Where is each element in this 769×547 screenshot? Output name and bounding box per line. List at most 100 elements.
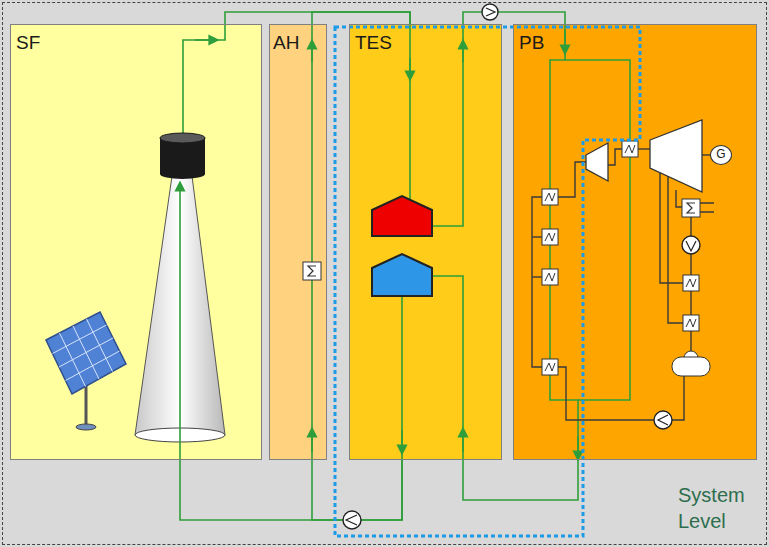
receiver bbox=[160, 133, 205, 143]
box-label: SF bbox=[16, 32, 40, 54]
water-steam-pipe bbox=[702, 154, 710, 155]
turbines bbox=[586, 120, 702, 192]
salt-pipe-connector bbox=[463, 12, 565, 24]
power-block-salt-pipe bbox=[564, 30, 566, 50]
power-block-salt-pipe bbox=[550, 24, 565, 189]
turbines bbox=[586, 143, 608, 181]
storage-tanks bbox=[372, 254, 432, 296]
power-block-salt-pipe bbox=[550, 375, 578, 460]
panel-fills bbox=[10, 24, 262, 460]
water-steam-pipe bbox=[668, 176, 683, 323]
power-block-pumps bbox=[658, 415, 668, 425]
level-label: System Level bbox=[678, 482, 764, 534]
storage-pipe bbox=[409, 58, 411, 76]
heat-exchangers bbox=[542, 269, 558, 285]
heat-exchangers bbox=[545, 233, 555, 241]
salt-pipe-connector bbox=[463, 460, 578, 500]
heliostat bbox=[46, 312, 126, 394]
power-block-salt-pipe bbox=[549, 245, 551, 269]
heliostat bbox=[76, 424, 96, 430]
power-block-pumps bbox=[686, 241, 696, 251]
water-steam-pipe bbox=[660, 172, 683, 283]
aux-heater-pipe bbox=[311, 24, 313, 460]
condenser bbox=[687, 203, 695, 213]
salt-pipe-connector bbox=[225, 12, 410, 24]
power-block-salt-pipe bbox=[565, 60, 630, 141]
salt-pipe-connector bbox=[180, 460, 402, 520]
salt-pipe bbox=[180, 24, 225, 460]
water-steam-pipe bbox=[532, 276, 542, 277]
heat-exchangers bbox=[542, 229, 558, 245]
power-block-pumps bbox=[654, 236, 700, 429]
salt-pumps bbox=[486, 8, 495, 16]
deaerator bbox=[672, 357, 710, 376]
water-steam-pipe bbox=[608, 149, 622, 165]
storage-pipe bbox=[409, 24, 411, 200]
water-steam-pipe bbox=[700, 203, 714, 212]
water-steam-pipe bbox=[638, 148, 650, 149]
heat-exchangers bbox=[545, 363, 555, 371]
aux-heater-pipe bbox=[311, 44, 313, 62]
water-steam-pipe bbox=[532, 236, 542, 237]
storage-pipe bbox=[401, 430, 403, 450]
power-block-salt-pipe bbox=[577, 436, 579, 456]
water-steam-pipe bbox=[676, 190, 682, 207]
water-steam-pipe bbox=[532, 197, 542, 367]
salt-pipe-connector bbox=[312, 460, 402, 520]
aux-heater-symbol bbox=[308, 266, 316, 276]
power-block-salt-pipe bbox=[549, 285, 551, 359]
heat-exchangers bbox=[542, 189, 558, 205]
heat-exchangers bbox=[683, 275, 699, 291]
storage-tanks bbox=[372, 196, 432, 296]
box-label: PB bbox=[519, 32, 544, 54]
generator-circle: G bbox=[710, 145, 732, 165]
heliostat bbox=[53, 319, 120, 387]
box-label: AH bbox=[273, 32, 299, 54]
storage-tanks bbox=[372, 196, 432, 236]
aux-heater-symbol bbox=[303, 262, 321, 280]
heat-exchangers bbox=[542, 141, 699, 375]
water-steam-pipe bbox=[558, 367, 654, 420]
heat-exchangers bbox=[622, 141, 638, 157]
panel-fills bbox=[513, 24, 757, 460]
subsystem-box: PB G bbox=[513, 24, 757, 460]
water-steam-pipe bbox=[690, 254, 691, 275]
salt-pumps bbox=[343, 4, 498, 529]
heliostat bbox=[85, 382, 88, 425]
aux-heater-pipe bbox=[311, 280, 313, 460]
storage-pipe bbox=[462, 432, 464, 452]
water-steam-pipe bbox=[690, 291, 691, 315]
storage-pipe bbox=[432, 24, 463, 226]
water-steam-pipe bbox=[690, 217, 691, 236]
power-block-pumps bbox=[682, 236, 700, 254]
power-block-salt-pipe bbox=[550, 24, 630, 460]
salt-pumps bbox=[482, 4, 498, 20]
aux-heater-pipe bbox=[311, 24, 313, 262]
storage-pipe bbox=[432, 276, 463, 460]
salt-pipe bbox=[179, 186, 181, 460]
water-steam-pipe bbox=[532, 149, 714, 420]
water-steam-pipe bbox=[672, 376, 684, 420]
salt-pumps bbox=[346, 515, 357, 525]
salt-pipe bbox=[183, 24, 225, 134]
subsystem-box: AH bbox=[269, 24, 327, 460]
storage-pipe bbox=[402, 24, 463, 460]
power-block-salt-pipe bbox=[578, 157, 630, 400]
power-block-pumps bbox=[654, 411, 672, 429]
heat-exchangers bbox=[542, 359, 558, 375]
deaerator bbox=[672, 351, 710, 376]
panel-fills bbox=[349, 24, 502, 460]
condenser bbox=[682, 199, 700, 217]
heat-exchangers bbox=[686, 279, 696, 287]
receiver bbox=[160, 169, 205, 179]
heat-exchangers bbox=[686, 319, 696, 327]
salt-pumps bbox=[343, 511, 361, 529]
storage-pipe bbox=[401, 296, 403, 460]
salt-pipe-connector bbox=[312, 12, 410, 24]
